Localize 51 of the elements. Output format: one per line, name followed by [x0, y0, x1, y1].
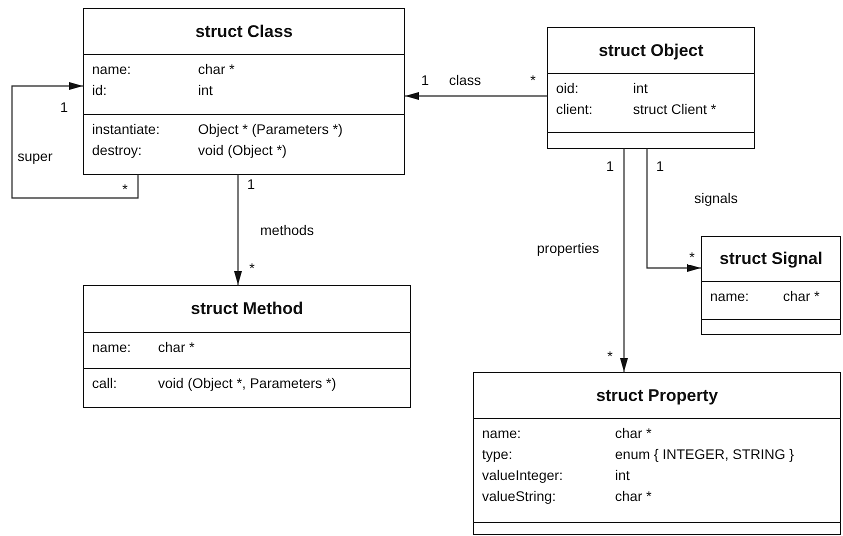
multiplicity-label: 1 [246, 176, 256, 192]
field-name: name: [92, 338, 131, 356]
field-type: char * [783, 287, 820, 305]
struct-box [83, 8, 405, 175]
multiplicity-label: * [688, 249, 696, 265]
field-name: oid: [556, 79, 579, 97]
field-type: enum { INTEGER, STRING } [615, 445, 794, 463]
field-name: valueString: [482, 487, 556, 505]
field-type: int [198, 81, 213, 99]
field-name: type: [482, 445, 512, 463]
struct-name: struct Class [195, 22, 293, 42]
field-name: name: [482, 424, 521, 442]
field-type: int [633, 79, 648, 97]
edge-label: signals [693, 190, 739, 206]
multiplicity-label: 1 [655, 158, 665, 174]
field-name: instantiate: [92, 120, 160, 138]
field-type: void (Object *) [198, 141, 287, 159]
field-type: Object * (Parameters *) [198, 120, 343, 138]
struct-box [547, 27, 755, 149]
field-type: int [615, 466, 630, 484]
association-arrow [234, 175, 242, 285]
association-arrow [620, 149, 628, 372]
field-type: char * [615, 424, 652, 442]
association-arrow [646, 149, 701, 272]
field-type: struct Client * [633, 100, 716, 118]
field-type: char * [158, 338, 195, 356]
struct-name: struct Method [190, 299, 304, 319]
field-name: valueInteger: [482, 466, 563, 484]
field-name: name: [710, 287, 749, 305]
field-name: name: [92, 60, 131, 78]
association-arrow [11, 82, 139, 199]
field-type: char * [198, 60, 235, 78]
struct-name: struct Signal [720, 249, 822, 269]
multiplicity-label: 1 [59, 99, 69, 115]
field-type: char * [615, 487, 652, 505]
struct-box [701, 236, 841, 335]
struct-box [473, 372, 841, 535]
field-type: void (Object *, Parameters *) [158, 374, 336, 392]
multiplicity-label: 1 [420, 72, 430, 88]
field-name: call: [92, 374, 117, 392]
struct-box [83, 285, 411, 408]
edge-label: class [448, 72, 482, 88]
multiplicity-label: 1 [605, 158, 615, 174]
edge-label: methods [259, 222, 315, 238]
edge-label: properties [536, 240, 600, 256]
field-name: destroy: [92, 141, 142, 159]
association-arrow [405, 92, 547, 100]
struct-name: struct Object [598, 40, 704, 60]
field-name: client: [556, 100, 593, 118]
struct-name: struct Property [596, 386, 718, 406]
field-name: id: [92, 81, 107, 99]
